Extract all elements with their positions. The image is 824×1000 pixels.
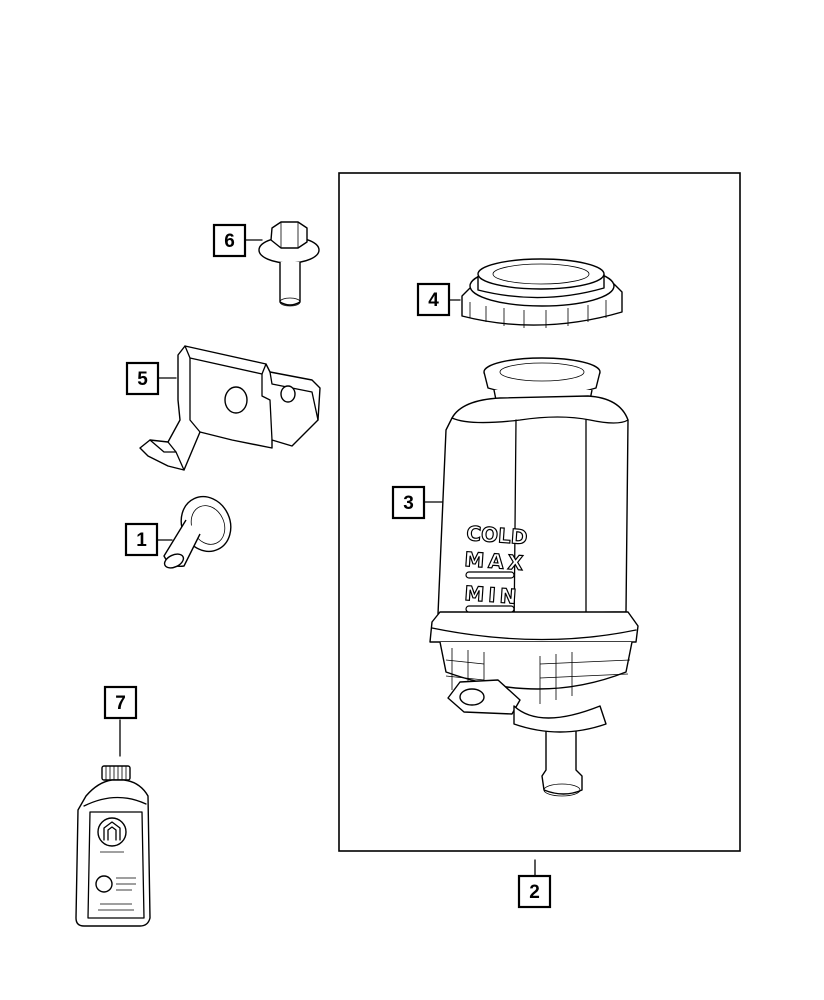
- callout-6[interactable]: 6: [212, 223, 247, 258]
- part-5-bracket[interactable]: [139, 345, 321, 471]
- reservoir-max-line: [465, 571, 515, 579]
- part-6-flange-bolt[interactable]: [258, 221, 320, 307]
- svg-text:7: 7: [115, 693, 126, 714]
- svg-text:4: 4: [428, 290, 439, 311]
- callout-2[interactable]: 2: [517, 874, 552, 909]
- callout-4[interactable]: 4: [416, 282, 451, 317]
- part-4-reservoir-cap[interactable]: [461, 258, 623, 328]
- callout-7[interactable]: 7: [103, 685, 138, 720]
- part-7-fluid-bottle[interactable]: [75, 765, 151, 927]
- svg-text:1: 1: [136, 530, 147, 551]
- callout-3[interactable]: 3: [391, 485, 426, 520]
- part-1-push-pin[interactable]: [162, 488, 239, 570]
- assembly-2-group-box: [338, 172, 741, 852]
- reservoir-max-marking: MAX: [464, 547, 528, 575]
- svg-text:2: 2: [529, 882, 540, 903]
- reservoir-min-line: [465, 605, 515, 613]
- reservoir-min-marking: MIN: [464, 581, 522, 609]
- svg-text:3: 3: [403, 493, 414, 514]
- svg-text:5: 5: [137, 369, 148, 390]
- callout-5[interactable]: 5: [125, 361, 160, 396]
- part-3-reservoir[interactable]: COLD MAX MIN: [429, 357, 639, 797]
- reservoir-cold-marking: COLD: [466, 521, 529, 549]
- callout-1[interactable]: 1: [124, 522, 159, 557]
- svg-text:6: 6: [224, 231, 235, 252]
